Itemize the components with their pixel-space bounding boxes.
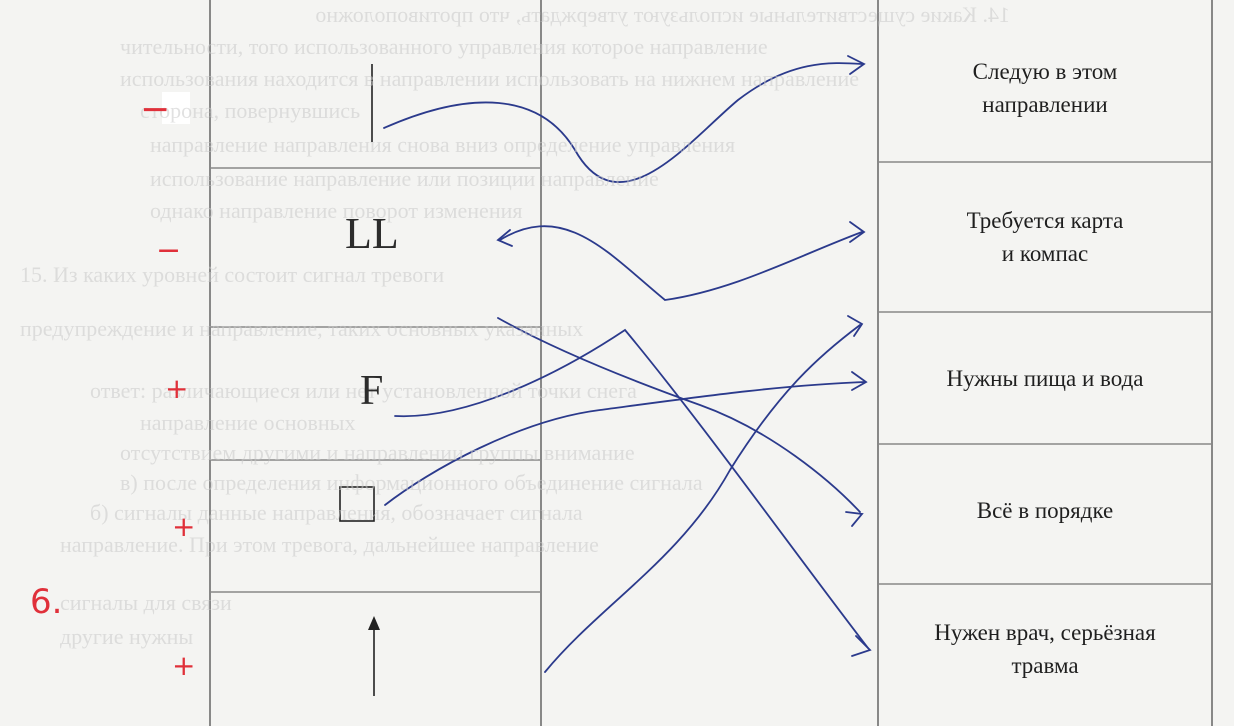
bleed-line: направление основных (140, 410, 356, 435)
label-line: Требуется карта (966, 208, 1124, 233)
label-line: Следую в этом (972, 59, 1118, 84)
bleed-line: использования находится в направлении ис… (120, 66, 859, 91)
double-l-symbol: LL (345, 209, 399, 258)
correction-patch (162, 92, 190, 124)
bleed-line: чительности, того использованного управл… (120, 34, 768, 59)
label-need-doctor: Нужен врач, серьёзная травма (880, 616, 1210, 682)
label-map-compass: Требуется карта и компас (880, 204, 1210, 270)
handdrawn-matching-lines (383, 62, 869, 673)
grade-mark: + (172, 510, 196, 543)
right-table (877, 0, 1213, 726)
bleed-line: ответ: различающиеся или нет установленн… (90, 378, 637, 403)
up-arrow-symbol (368, 616, 380, 696)
square-symbol (339, 486, 375, 522)
label-line: направлении (982, 92, 1108, 117)
label-line: Нужны пища и вода (946, 366, 1144, 391)
bleed-line: 14. Какие существительные используют утв… (315, 2, 1010, 27)
bleed-line: сигналы для связи (60, 590, 232, 615)
grade-mark: + (165, 372, 189, 405)
bleed-line: б) сигналы данные направления, обозначае… (90, 500, 583, 525)
bleed-line: в) после определения информационного объ… (120, 470, 703, 495)
label-line: и компас (1001, 241, 1089, 266)
bleed-line: 15. Из каких уровней состоит сигнал трев… (20, 262, 445, 287)
f-symbol: F (360, 368, 384, 414)
bleed-line: предупреждение и направление, таких осно… (20, 316, 584, 341)
bleed-line: направление. При этом тревога, дальнейше… (60, 532, 599, 557)
bleed-line: использование направление или позиции на… (150, 166, 659, 191)
label-food-water: Нужны пища и вода (880, 362, 1210, 395)
label-line: травма (1011, 653, 1079, 678)
grade-mark: − (140, 89, 171, 130)
bleed-line: однако направление поворот изменения (150, 198, 523, 223)
question-number: 6. (30, 582, 63, 622)
label-all-ok: Всё в порядке (880, 494, 1210, 527)
arrowheads (496, 55, 872, 657)
label-line: Нужен врач, серьёзная (934, 620, 1156, 645)
label-line: Всё в порядке (976, 498, 1114, 523)
bleed-line: направление направления снова вниз опред… (150, 132, 736, 157)
bleed-line: отсутствием другими и направлении группы… (120, 440, 635, 465)
grade-mark: + (172, 649, 196, 682)
bleed-line: сторона, повернувшись (140, 98, 361, 123)
label-follow-direction: Следую в этом направлении (880, 55, 1210, 121)
left-table (209, 0, 542, 726)
grade-mark: − (156, 233, 182, 268)
bleed-line: другие нужны (60, 624, 194, 649)
